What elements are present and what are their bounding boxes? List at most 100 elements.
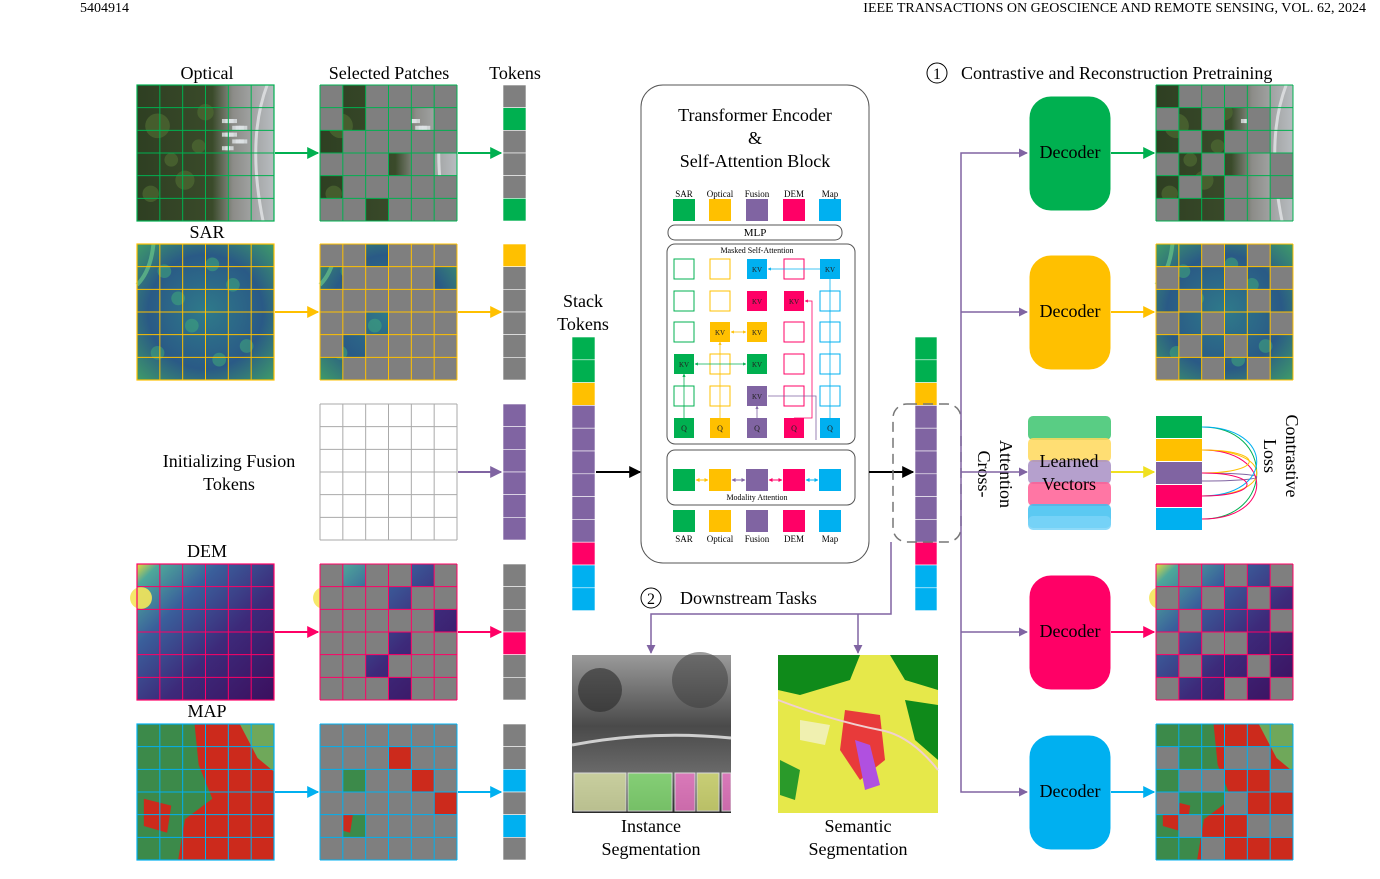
tokens-title: Tokens [489, 63, 541, 83]
masked-patch [1247, 814, 1271, 838]
sar-speckle [205, 257, 220, 272]
empty-attention-cell [709, 258, 731, 280]
modality-cell [783, 469, 805, 491]
query-connector [768, 395, 817, 440]
masked-patch [1201, 632, 1225, 655]
legend-swatch [709, 510, 731, 532]
stack-token-cell [571, 427, 596, 452]
selected-patch-images [313, 84, 458, 861]
masked-patch [434, 312, 457, 335]
token-cell [502, 563, 527, 587]
masked-patch [320, 677, 343, 700]
vegetation-blob [164, 152, 179, 167]
masked-patch [1201, 357, 1225, 380]
token-cell [502, 357, 527, 381]
masked-patch [365, 586, 389, 610]
legend-swatch [673, 199, 695, 221]
masked-patch [320, 609, 343, 632]
kv-label: KV [752, 329, 762, 337]
token-cell [502, 84, 527, 108]
query-label: Q [717, 424, 723, 433]
building-block [239, 125, 248, 130]
masked-patch [1178, 85, 1202, 108]
masked-patch [320, 289, 343, 312]
masked-patch [1178, 654, 1202, 678]
learned-vector-bar [1028, 482, 1111, 506]
grass-area [239, 724, 274, 772]
fusion-label-line1: Initializing Fusion [163, 451, 296, 471]
sar-speckle [171, 291, 185, 306]
to-decoder-map [960, 472, 1028, 797]
token-cell [502, 837, 527, 861]
masked-patch [411, 746, 435, 770]
empty-attention-cell [673, 258, 695, 280]
masked-patch [342, 357, 366, 380]
masked-patch [320, 85, 343, 108]
urban-area [143, 798, 172, 833]
masked-patch [365, 175, 389, 199]
building-block [239, 139, 248, 144]
cross-attention-label-line2: Attention [996, 440, 1016, 508]
masked-patch [1247, 654, 1271, 678]
stack-token-cell [914, 519, 938, 543]
image-border [136, 243, 275, 381]
token-cell [502, 175, 527, 199]
stack-token-cell [571, 496, 596, 520]
masked-patch [342, 266, 366, 290]
masked-patch [365, 769, 389, 792]
image-border [136, 84, 275, 222]
building-block [225, 146, 234, 151]
fusion-token-cell [502, 471, 527, 495]
stack-token-cell [571, 541, 596, 566]
masked-patch [388, 357, 412, 380]
masked-patch [411, 198, 435, 221]
token-cell [502, 311, 527, 335]
building-block [228, 132, 238, 137]
fusion-label-line2: Tokens [203, 474, 255, 494]
masked-patch [320, 586, 343, 610]
dem-label: DEM [187, 541, 227, 561]
masked-patch [1178, 609, 1202, 632]
masked-patch [342, 244, 366, 267]
stack-token-cell [571, 382, 596, 406]
selected-patches-title: Selected Patches [329, 63, 449, 83]
masked-patch [320, 654, 343, 678]
contrastive-curve [1201, 449, 1258, 520]
masked-patch [388, 769, 412, 792]
legend-label: Fusion [745, 534, 770, 544]
vegetation-blob [191, 139, 206, 154]
fusion-token-cell [502, 517, 527, 541]
stack-token-cell [571, 587, 596, 611]
masked-patch [411, 677, 435, 700]
masked-patch [388, 130, 412, 153]
legend-swatch [819, 199, 841, 221]
contrastive-curve [1201, 472, 1248, 497]
cross-attention-label-line1: Cross- [974, 450, 994, 497]
masked-patch [1201, 586, 1225, 610]
legend-label: Optical [707, 534, 734, 544]
token-cell [502, 334, 527, 358]
masked-patch [388, 244, 412, 267]
query-label: Q [681, 424, 687, 433]
masked-patch [1270, 677, 1293, 700]
token-cell [502, 677, 527, 701]
masked-patch [434, 677, 457, 700]
contrastive-curve [1201, 449, 1258, 497]
meadow-area [800, 720, 830, 745]
journal-header: IEEE TRANSACTIONS ON GEOSCIENCE AND REMO… [863, 1, 1366, 16]
to-decoder-optical [960, 148, 1028, 472]
masked-patch [1270, 175, 1293, 199]
masked-patch [411, 632, 435, 655]
masked-patch [1156, 632, 1179, 655]
masked-patch [342, 289, 366, 312]
legend-swatch [673, 510, 695, 532]
modality-attention-label: Modality Attention [726, 493, 787, 502]
masked-patch [365, 334, 389, 358]
masked-patch [434, 724, 457, 747]
sar-speckle [212, 352, 227, 367]
output-tokens-column [914, 336, 938, 611]
token-cell [502, 791, 527, 815]
masked-patch [388, 198, 412, 221]
masked-patch [365, 357, 389, 380]
